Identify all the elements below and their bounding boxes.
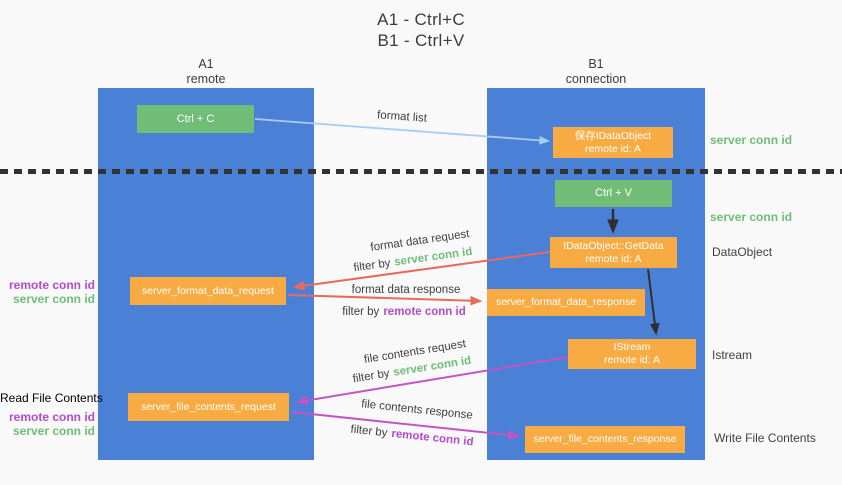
- label-server-conn-id-right-1: server conn id: [710, 133, 793, 147]
- node-save-idataobject: 保存IDataObject remote id: A: [553, 127, 673, 158]
- lane-a1-subtitle: remote: [186, 72, 226, 86]
- lane-b1-header: B1 connection: [487, 57, 705, 87]
- dotted-divider-line: [0, 169, 842, 174]
- lane-a1-name: A1: [198, 57, 214, 71]
- filter-by-text: filter by: [342, 306, 380, 318]
- label-read-file-contents: Read File Contents: [0, 391, 103, 405]
- lane-b1-subtitle: connection: [565, 72, 627, 86]
- node-idataobject-getdata-line1: IDataObject::GetData: [563, 239, 664, 252]
- filter-by-text: filter by: [352, 257, 392, 275]
- lane-a1-header: A1 remote: [98, 57, 314, 87]
- server-conn-id-text: server conn id: [393, 245, 474, 269]
- remote-conn-id-text: remote conn id: [383, 306, 466, 318]
- node-server-format-data-response: server_format_data_response: [487, 289, 645, 316]
- node-server-file-contents-response: server_file_contents_response: [525, 426, 685, 453]
- node-istream-line2: remote id: A: [603, 354, 661, 366]
- left-label-block-format: remote conn id server conn id: [0, 278, 95, 306]
- label-write-file-contents: Write File Contents: [714, 431, 816, 445]
- filter-by-text: filter by: [349, 423, 389, 440]
- label-dataobject: DataObject: [712, 245, 773, 259]
- node-save-idataobject-line1: 保存IDataObject: [574, 129, 652, 142]
- diagram-title-line1: A1 - Ctrl+C: [377, 10, 465, 29]
- node-idataobject-getdata: IDataObject::GetData remote id: A: [550, 237, 677, 268]
- node-server-file-contents-request: server_file_contents_request: [128, 393, 289, 421]
- filter-by-text: filter by: [351, 367, 391, 386]
- lane-b1-name: B1: [588, 57, 604, 71]
- diagram-title-line2: B1 - Ctrl+V: [377, 31, 465, 50]
- label-file-contents-response: file contents response: [360, 398, 474, 422]
- label-format-list: format list: [376, 109, 428, 125]
- node-istream: IStream remote id: A: [568, 339, 696, 369]
- label-remote-conn-id-left-1: remote conn id: [8, 278, 95, 292]
- label-istream-right: Istream: [712, 348, 753, 362]
- label-remote-conn-id-left-2: remote conn id: [8, 410, 95, 424]
- node-server-format-data-request: server_format_data_request: [130, 277, 286, 305]
- label-server-conn-id-left-2: server conn id: [12, 424, 95, 438]
- node-idataobject-getdata-line2: remote id: A: [585, 252, 642, 265]
- remote-conn-id-text: remote conn id: [390, 427, 475, 449]
- node-ctrl-v: Ctrl + V: [555, 180, 672, 207]
- node-save-idataobject-line2: remote id: A: [584, 142, 642, 155]
- node-ctrl-c: Ctrl + C: [137, 105, 254, 133]
- label-format-data-response: format data response: [351, 284, 461, 296]
- left-label-block-file: Read File Contents remote conn id server…: [0, 391, 103, 438]
- node-istream-line1: IStream: [613, 341, 651, 353]
- label-server-conn-id-right-2: server conn id: [710, 210, 793, 224]
- label-server-conn-id-left-1: server conn id: [12, 292, 95, 306]
